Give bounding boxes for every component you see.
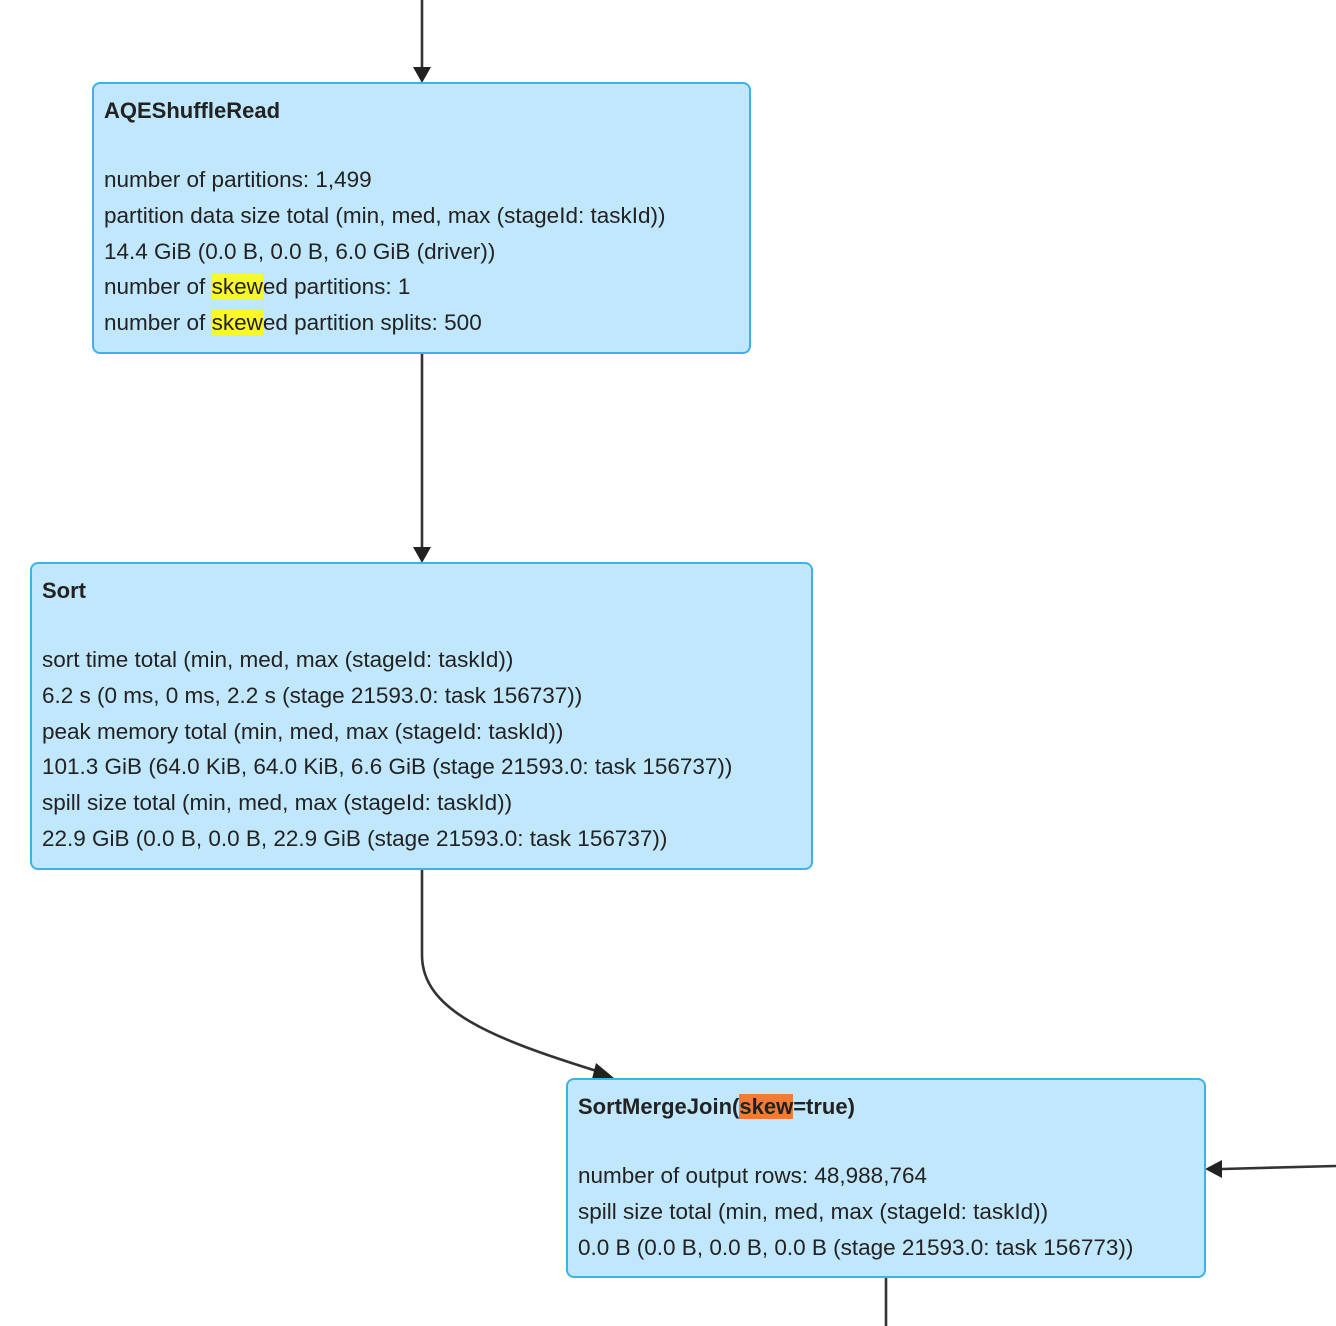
node-spacer: [42, 606, 801, 642]
edge-sort-to-sort-merge-join: [420, 870, 614, 1079]
arrowhead-icon: [592, 1063, 614, 1079]
metric-spill-size-label: spill size total (min, med, max (stageId…: [578, 1198, 1049, 1224]
metric-spill-size-value: 0.0 B (0.0 B, 0.0 B, 0.0 B (stage 21593.…: [578, 1234, 1134, 1260]
metric-spill-size-label: spill size total (min, med, max (stageId…: [42, 790, 513, 816]
arrowhead-icon: [413, 547, 431, 563]
metric-partition-data-size-value: 14.4 GiB (0.0 B, 0.0 B, 6.0 GiB (driver)…: [104, 238, 496, 264]
metric-peak-memory-label: peak memory total (min, med, max (stageI…: [42, 718, 564, 744]
metric-sort-time-value: 6.2 s (0 ms, 0 ms, 2.2 s (stage 21593.0:…: [42, 682, 583, 708]
node-title: SortMergeJoin(skew=true): [578, 1092, 1194, 1122]
metric-sort-time-label: sort time total (min, med, max (stageId:…: [42, 647, 514, 672]
node-title-text: =true): [793, 1094, 855, 1119]
metric-text: number of: [104, 274, 212, 300]
metric-partition-data-size-label: partition data size total (min, med, max…: [104, 202, 666, 228]
metric-text: number of: [104, 310, 212, 336]
edge-into-sort-merge-join-right: [1205, 1160, 1336, 1178]
metric-skewed-partition-splits: number of skewed partition splits: 500: [104, 305, 739, 341]
search-match-highlight: skew: [211, 310, 263, 336]
metric-text: ed partitions: 1: [262, 274, 411, 300]
node-sort-merge-join[interactable]: SortMergeJoin(skew=true) number of outpu…: [566, 1078, 1206, 1278]
arrowhead-icon: [1205, 1160, 1222, 1178]
node-spacer: [578, 1122, 1194, 1158]
node-title-text: SortMergeJoin(: [578, 1094, 740, 1119]
node-sort[interactable]: Sort sort time total (min, med, max (sta…: [30, 562, 813, 870]
node-spacer: [104, 126, 739, 162]
search-match-highlight: skew: [211, 274, 263, 300]
metric-skewed-partitions: number of skewed partitions: 1: [104, 269, 739, 305]
metric-text: ed partition splits: 500: [262, 310, 482, 336]
metric-number-of-output-rows: number of output rows: 48,988,764: [578, 1163, 927, 1188]
metric-peak-memory-value: 101.3 GiB (64.0 KiB, 64.0 KiB, 6.6 GiB (…: [42, 754, 733, 780]
edge-into-aqe-shuffle-read: [413, 0, 431, 83]
node-title: AQEShuffleRead: [104, 98, 281, 123]
metric-spill-size-value: 22.9 GiB (0.0 B, 0.0 B, 22.9 GiB (stage …: [42, 825, 668, 851]
edge-aqe-shuffle-read-to-sort: [413, 354, 431, 563]
node-aqe-shuffle-read[interactable]: AQEShuffleRead number of partitions: 1,4…: [92, 82, 751, 354]
metric-number-of-partitions: number of partitions: 1,499: [104, 167, 372, 192]
current-search-match-highlight: skew: [739, 1094, 794, 1119]
arrowhead-icon: [413, 67, 431, 83]
node-title: Sort: [42, 578, 86, 603]
